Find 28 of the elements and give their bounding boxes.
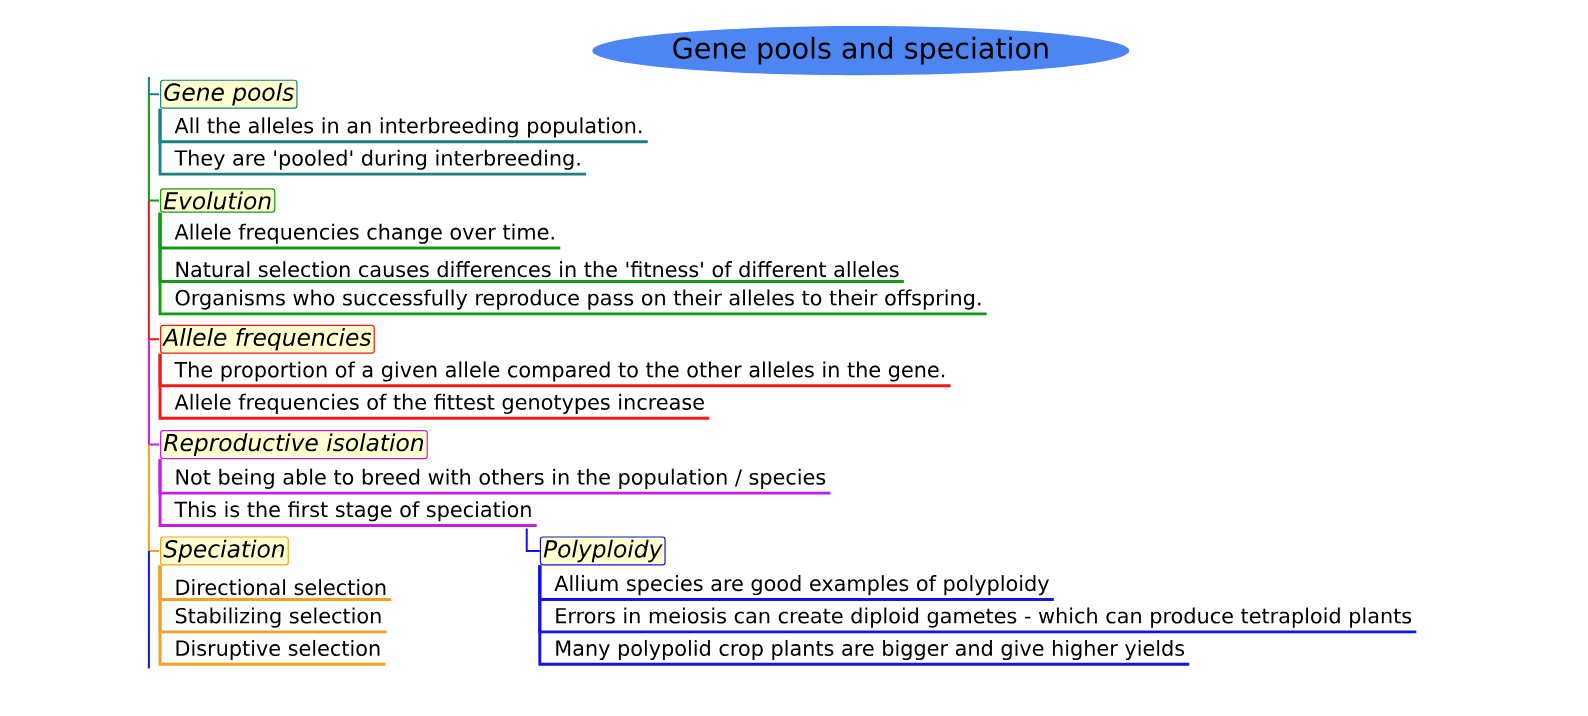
- topic-box: Allele frequencies: [160, 324, 375, 354]
- topic-box: Reproductive isolation: [160, 430, 428, 460]
- branch-text: Directional selection: [176, 579, 386, 596]
- bracket-line: [158, 212, 987, 316]
- topic-box: Gene pools: [160, 79, 298, 109]
- bracket-line: [158, 565, 386, 666]
- branch-text: Natural selection causes differences in the 'fitness' of different alleles: [176, 261, 899, 278]
- branch-text: Errors in meiosis can create diploid gametes - which can produce tetraploid plants: [556, 607, 1412, 628]
- topic-box: Evolution: [160, 188, 276, 213]
- branch-text: All the alleles in an interbreeding population.: [174, 117, 642, 138]
- branch-text: Allium species are good examples of polyploidy: [554, 575, 1049, 596]
- bracket-line: [158, 459, 537, 528]
- bracket-line: [158, 108, 587, 176]
- branch-text: Allele frequencies of the fittest genotypes increase: [174, 393, 704, 414]
- branch-text: This is the first stage of speciation: [174, 501, 531, 522]
- branch-text: The proportion of a given allele compared to the other alleles in the gene.: [174, 361, 945, 382]
- branch-text: They are 'pooled' during interbreeding.: [174, 149, 580, 170]
- topic-box: Polyploidy: [539, 536, 666, 566]
- bracket-line: [538, 565, 1190, 666]
- branch-text: Allele frequencies change over time.: [174, 223, 554, 244]
- branch-text: Stabilizing selection: [175, 607, 381, 628]
- topic-box: Speciation: [160, 536, 289, 566]
- bracket-line: [158, 353, 710, 420]
- branch-line: [525, 527, 541, 552]
- branch-text: Many polypolid crop plants are bigger and give higher yields: [556, 639, 1185, 661]
- branch-text: Organisms who successfully reproduce pass on their alleles to their offspring.: [175, 289, 981, 310]
- branch-text: Not being able to breed with others in the population / species: [176, 468, 826, 489]
- branch-text: Disruptive selection: [176, 639, 380, 661]
